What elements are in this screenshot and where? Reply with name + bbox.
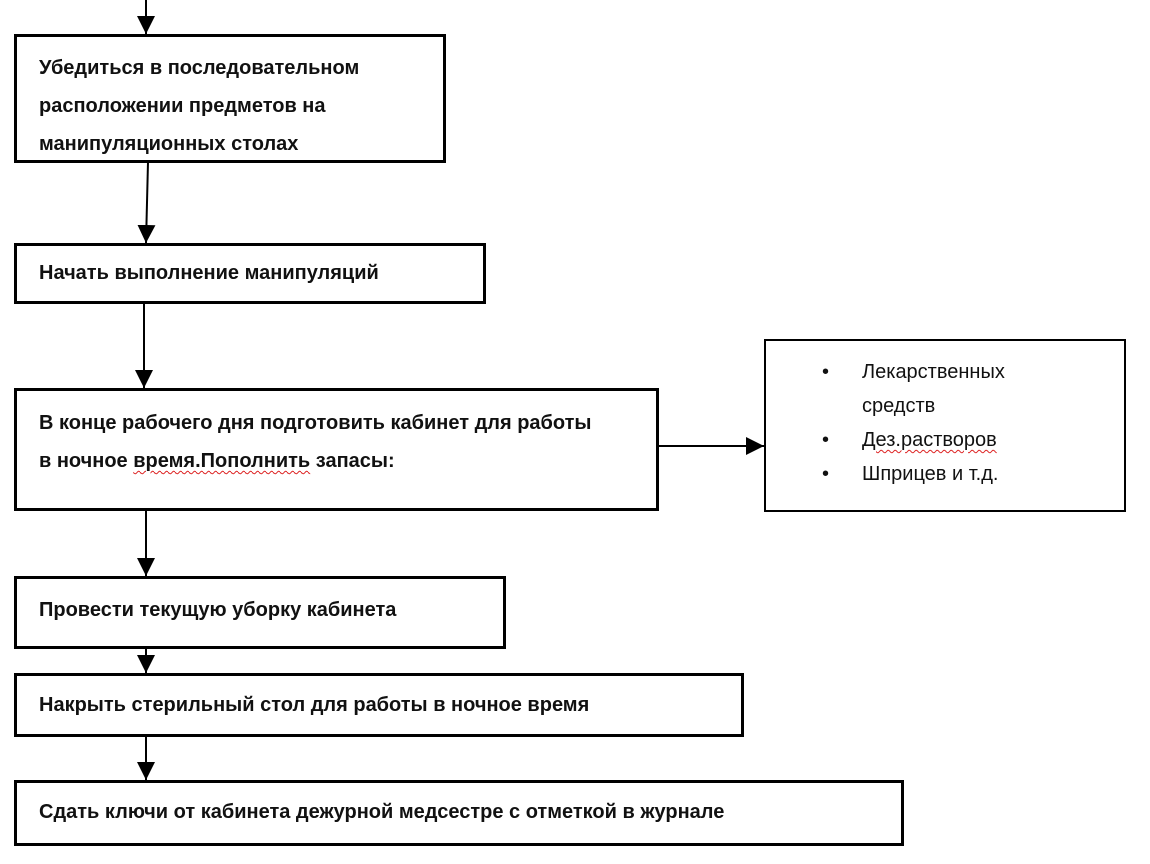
list-item-text: Лекарственных средств [862,361,1005,417]
step-text: В конце рабочего дня подготовить кабинет… [39,412,592,434]
list-item: • Лекарственных средств [822,355,1124,423]
step-text: в ночное время.Пополнить запасы: [39,442,656,480]
step-text-part: время.Пополнить [133,450,311,472]
list-item-text: Шприцев и т.д. [862,463,999,485]
supplies-box: • Лекарственных средств • Дез.растворов • Ш… [764,339,1126,512]
bullet-icon: • [822,463,830,485]
step-text: Начать выполнение манипуляций [39,262,379,284]
step-text: Провести текущую уборку кабинета [39,599,397,621]
step-5-box: Накрыть стерильный стол для работы в ноч… [14,673,744,737]
supplies-list: • Лекарственных средств • Дез.растворов • Ш… [766,355,1124,491]
step-text-part: запасы: [315,450,395,472]
step-1-box: Убедиться в последовательном расположени… [14,34,446,163]
step-text: Убедиться в последовательном [39,57,360,79]
step-text: Сдать ключи от кабинета дежурной медсест… [39,801,725,823]
step-text: расположении предметов на [39,95,326,117]
list-item: • Шприцев и т.д. [822,457,1124,491]
bullet-icon: • [822,429,830,451]
list-item: • Дез.растворов [822,423,1124,457]
step-text: манипуляционных столах [39,133,299,155]
step-3-box: В конце рабочего дня подготовить кабинет… [14,388,659,511]
arrow-step-1-to-2 [137,161,156,244]
step-6-box: Сдать ключи от кабинета дежурной медсест… [14,780,904,846]
step-text-part: в ночное [39,450,128,472]
bullet-icon: • [822,361,830,383]
step-2-box: Начать выполнение манипуляций [14,243,486,304]
list-item-text: Дез.растворов [862,429,997,451]
step-4-box: Провести текущую уборку кабинета [14,576,506,649]
step-text: Накрыть стерильный стол для работы в ноч… [39,694,590,716]
